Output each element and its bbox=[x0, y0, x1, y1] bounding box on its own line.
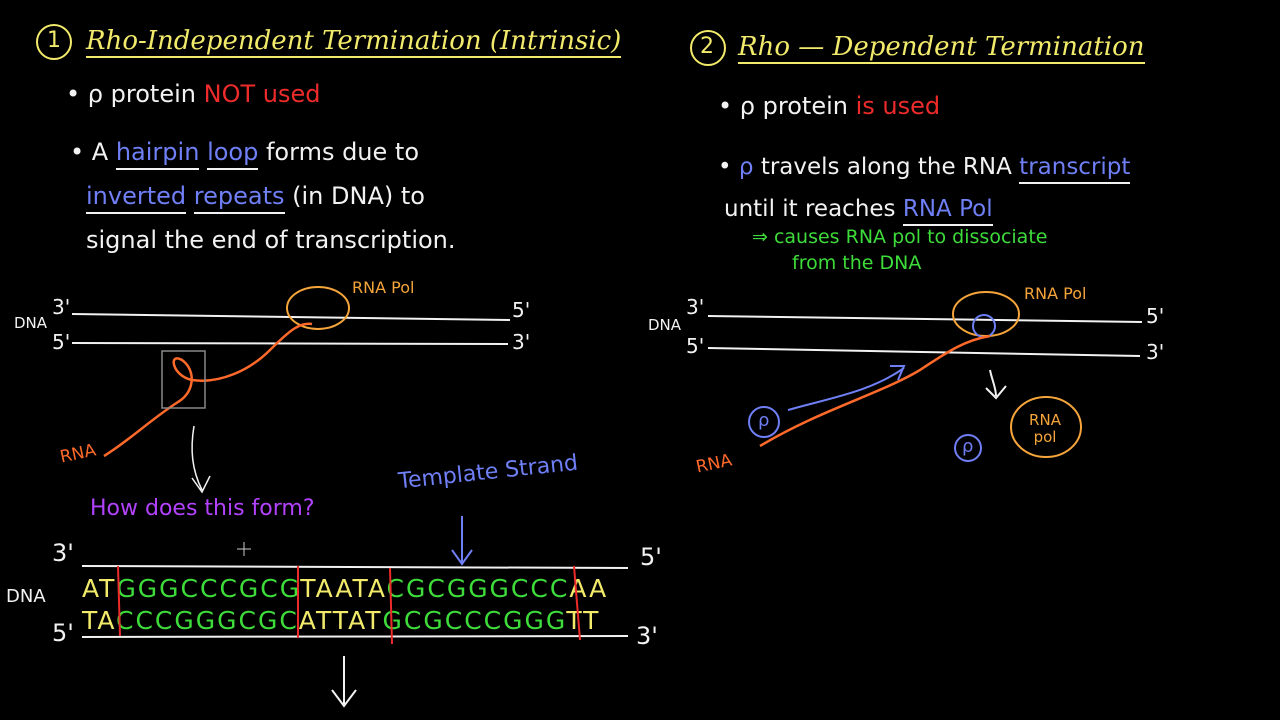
bullet-a: • A bbox=[70, 138, 109, 166]
travels-along: travels along the RNA bbox=[760, 154, 1012, 180]
how-does-this-form: How does this form? bbox=[90, 496, 315, 521]
right-bullet-1: • ρ protein is used bbox=[718, 94, 940, 118]
left-down-arrow bbox=[191, 425, 211, 494]
right-dna-label: DNA bbox=[648, 316, 682, 334]
top-strand-sequence: ATGGGCCCGCGTAATACGCGGGCCCAA bbox=[82, 576, 608, 601]
left-dna-5-top: 5' bbox=[512, 298, 531, 322]
top-strand-segment: AT bbox=[82, 574, 117, 603]
left-rna-strand bbox=[103, 322, 313, 458]
rho-free-circle bbox=[954, 434, 982, 462]
right-dna-3-bottom: 3' bbox=[1146, 340, 1165, 364]
seq-3-bottom: 3' bbox=[636, 622, 658, 650]
left-dna-bottom-strand bbox=[71, 342, 509, 345]
not-used-label: NOT used bbox=[203, 80, 321, 108]
repeats-term: repeats bbox=[193, 182, 285, 214]
left-rna-pol-label: RNA Pol bbox=[352, 278, 415, 297]
section-2-number-circle bbox=[690, 30, 726, 66]
inverted-term: inverted bbox=[86, 182, 187, 214]
left-dna-3-bottom: 3' bbox=[512, 330, 531, 354]
bottom-strand-segment: GCGCCCGGG bbox=[382, 606, 567, 635]
top-strand-segment: TAATA bbox=[300, 574, 387, 603]
causes-dissociate-line-2: from the DNA bbox=[792, 252, 922, 274]
section-1-number: 1 bbox=[47, 28, 61, 53]
seq-bottom-strand-line bbox=[81, 635, 629, 638]
bottom-strand-segment: CCCGGGCGC bbox=[116, 606, 299, 635]
bottom-strand-sequence: TACCCGGGCGCATTATGCGCCCGGGTT bbox=[82, 608, 600, 633]
right-rna-pol-label: RNA Pol bbox=[1024, 284, 1087, 303]
left-bullet-2-line-1: • A hairpin loop forms due to bbox=[70, 138, 420, 170]
repeat-divider-4 bbox=[573, 565, 581, 641]
free-rna-polymerase bbox=[1010, 396, 1082, 458]
is-used-label: is used bbox=[855, 92, 941, 120]
rho-symbol: ρ bbox=[738, 154, 754, 180]
section-1-number-circle bbox=[36, 24, 72, 60]
top-strand-segment: CGCGGGCCC bbox=[386, 574, 570, 603]
until-it-reaches: until it reaches bbox=[724, 196, 896, 222]
bottom-down-arrow bbox=[331, 656, 357, 708]
right-rna-strand bbox=[759, 334, 991, 448]
section-1-title: Rho-Independent Termination (Intrinsic) bbox=[86, 26, 622, 58]
seq-5-bottom: 5' bbox=[52, 619, 74, 647]
transcript-term: transcript bbox=[1019, 154, 1131, 184]
seq-5-top: 5' bbox=[640, 543, 662, 571]
right-dna-top-strand bbox=[707, 315, 1143, 323]
seq-top-strand-line bbox=[81, 565, 629, 569]
left-dna-5-bottom: 5' bbox=[52, 330, 71, 354]
forms-due-to: forms due to bbox=[265, 138, 420, 166]
left-rna-polymerase bbox=[286, 286, 350, 330]
left-bullet-2-line-3: signal the end of transcription. bbox=[86, 226, 456, 254]
rho-on-rna-circle bbox=[748, 406, 780, 438]
section-2-number: 2 bbox=[700, 34, 714, 59]
template-strand-arrow bbox=[451, 516, 473, 566]
rho-free: ρ bbox=[962, 436, 974, 457]
right-down-arrow bbox=[985, 369, 1007, 400]
right-dna-3-top: 3' bbox=[686, 295, 705, 319]
bottom-strand-segment: TA bbox=[82, 606, 116, 635]
right-bullet-2-line-1: • ρ travels along the RNA transcript bbox=[718, 154, 1131, 184]
left-dna-label: DNA bbox=[14, 314, 48, 332]
top-strand-segment: GGGCCCGCG bbox=[116, 574, 301, 603]
left-bullet-1-text: • ρ protein bbox=[66, 80, 196, 108]
rna-pol-term: RNA Pol bbox=[902, 196, 993, 226]
right-dna-5-top: 5' bbox=[1146, 304, 1165, 328]
bottom-strand-segment: ATTAT bbox=[298, 606, 383, 635]
hairpin-term: hairpin bbox=[115, 138, 200, 170]
hairpin-highlight-box bbox=[161, 350, 206, 409]
right-bullet-2-line-2: until it reaches RNA Pol bbox=[724, 196, 993, 226]
left-dna-3-top: 3' bbox=[52, 295, 71, 319]
repeat-divider-3 bbox=[389, 567, 393, 645]
rho-on-rna: ρ bbox=[758, 410, 770, 431]
cursor-crosshair-icon bbox=[237, 542, 251, 556]
right-rna-polymerase bbox=[952, 291, 1020, 337]
rho-at-polymerase bbox=[972, 314, 996, 338]
right-dna-5-bottom: 5' bbox=[686, 334, 705, 358]
left-bullet-1: • ρ protein NOT used bbox=[66, 82, 320, 106]
section-2-title: Rho — Dependent Termination bbox=[738, 32, 1145, 64]
seq-3-top: 3' bbox=[52, 539, 74, 567]
causes-dissociate-line-1: ⇒ causes RNA pol to dissociate bbox=[752, 226, 1048, 248]
right-bullet-1-text: • ρ protein bbox=[718, 92, 848, 120]
in-dna-to: (in DNA) to bbox=[292, 182, 425, 210]
rna-pol-free-label: RNA pol bbox=[1029, 411, 1061, 446]
bottom-strand-segment: TT bbox=[566, 606, 601, 635]
seq-dna-label: DNA bbox=[6, 586, 46, 607]
left-bullet-2-line-2: inverted repeats (in DNA) to bbox=[86, 182, 425, 214]
loop-term: loop bbox=[207, 138, 259, 170]
rho-travel-arrow bbox=[787, 365, 906, 411]
repeat-divider-1 bbox=[117, 565, 121, 637]
right-dna-bottom-strand bbox=[707, 347, 1141, 357]
